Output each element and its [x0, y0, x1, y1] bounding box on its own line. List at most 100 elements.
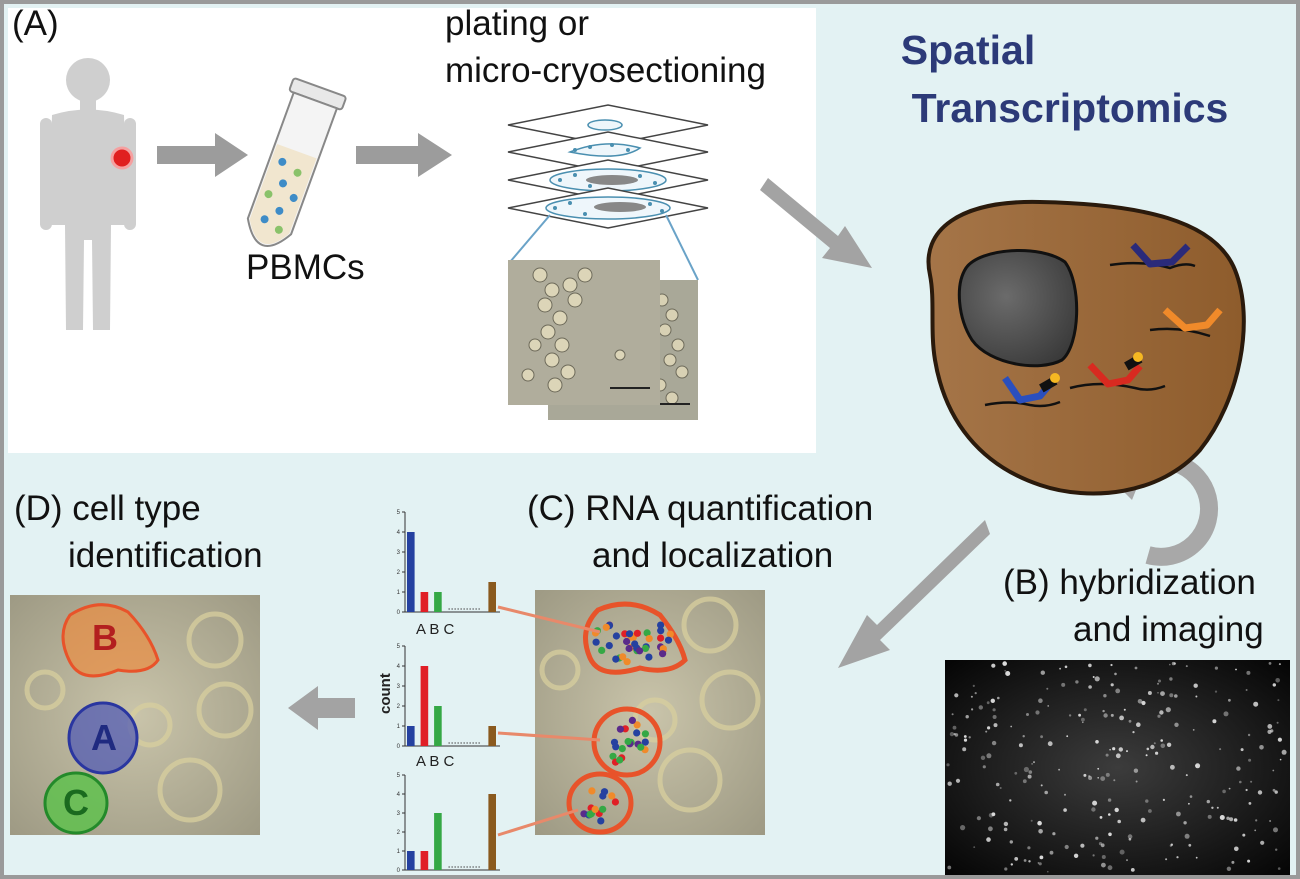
arrow-down-left-icon — [838, 520, 990, 668]
zoom-line — [665, 214, 699, 281]
x-category-labels: A B C — [416, 621, 455, 638]
probe-icon — [1162, 307, 1223, 332]
rna-dot — [657, 634, 665, 642]
section-planes-icon — [507, 104, 709, 229]
rna-dot — [599, 805, 607, 813]
bar — [434, 592, 442, 612]
panel-c-label-line2: and localization — [592, 536, 834, 575]
rna-dot — [612, 743, 620, 751]
y-tick-label: 4 — [397, 530, 401, 536]
rna-dot — [605, 642, 613, 650]
y-axis-label: count — [377, 673, 394, 714]
y-tick-label: 1 — [397, 590, 401, 596]
title-line1: Spatial — [900, 27, 1036, 73]
rna-dot — [645, 635, 653, 643]
fluorescence-image — [945, 660, 1290, 875]
panel-b-label-line1: (B) hybridization — [1003, 563, 1256, 602]
rna-dot — [611, 798, 620, 806]
plating-label-line2: micro-cryosectioning — [445, 51, 766, 90]
rna-dot — [641, 730, 650, 738]
rna-dot — [586, 810, 594, 819]
cell-outline — [583, 601, 688, 675]
y-tick-label: 2 — [397, 570, 401, 576]
rna-dot — [657, 621, 665, 629]
panel-d-label-line1: (D) cell type — [14, 489, 201, 528]
y-tick-label: 3 — [397, 811, 401, 817]
micrograph-front — [508, 260, 660, 405]
y-tick-label: 3 — [397, 550, 401, 556]
cell-label-b: B — [92, 617, 118, 658]
bar-chart-1: 0 1 2 3 4 5 A B C — [397, 510, 500, 638]
arrow-right-icon — [356, 133, 452, 177]
rna-dot — [612, 632, 621, 640]
nucleus — [957, 249, 1079, 368]
rna-dot — [612, 655, 620, 663]
cell-label-c: C — [63, 782, 89, 823]
y-tick-label: 5 — [397, 510, 401, 516]
panel-d-micrograph: B A C — [10, 595, 260, 835]
rna-dot — [599, 792, 607, 800]
rna-dot — [637, 743, 645, 751]
rna-dot — [588, 787, 596, 795]
bar — [434, 813, 442, 870]
bar — [407, 851, 415, 870]
bar — [488, 726, 496, 746]
y-tick-label: 1 — [397, 724, 401, 730]
rna-dot — [625, 644, 633, 653]
bar — [420, 592, 429, 612]
rna-dot — [636, 647, 644, 655]
rna-dot — [633, 729, 641, 737]
probe-icon — [1130, 242, 1191, 268]
plating-label-line1: plating or — [445, 4, 589, 43]
cell-illustration — [926, 199, 1246, 496]
y-tick-label: 4 — [397, 664, 401, 670]
rna-dot — [609, 752, 617, 760]
rna-dot — [616, 725, 625, 733]
arrow-right-icon — [157, 133, 248, 177]
y-tick-label: 0 — [397, 610, 401, 616]
zoom-line — [509, 214, 551, 263]
y-tick-label: 5 — [397, 644, 401, 650]
rna-dot — [666, 630, 674, 638]
cell-outline — [566, 771, 634, 835]
rna-dot — [598, 646, 606, 655]
probe-tag-icon — [1124, 352, 1143, 371]
y-tick-label: 0 — [397, 868, 401, 874]
rna-dot — [633, 629, 642, 637]
rna-dot — [624, 737, 632, 746]
x-category-labels: A B C — [416, 753, 455, 770]
panel-d-label-line2: identification — [68, 536, 263, 575]
rna-dot — [592, 638, 600, 646]
cell-a-outline — [67, 701, 139, 775]
bar — [488, 582, 496, 612]
y-tick-label: 1 — [397, 849, 401, 855]
rna-dot — [616, 756, 624, 764]
cell-c-outline — [43, 771, 109, 835]
bar — [407, 726, 415, 746]
y-tick-label: 5 — [397, 773, 401, 779]
connector-line — [497, 731, 601, 742]
bar — [434, 706, 442, 746]
rna-dot — [664, 636, 673, 644]
rna-dot — [657, 627, 665, 635]
y-tick-label: 4 — [397, 792, 401, 798]
arrow-down-right-icon — [760, 178, 872, 268]
arrow-left-icon — [288, 686, 355, 730]
blood-draw-site-icon — [110, 146, 134, 170]
title-line2: Transcriptomics — [911, 85, 1229, 131]
rna-dot — [623, 658, 631, 666]
cell-label-a: A — [91, 717, 117, 758]
rna-dot — [641, 644, 650, 653]
probe-icon — [1087, 362, 1143, 388]
y-tick-label: 0 — [397, 744, 401, 750]
probe-tag-icon — [1039, 373, 1060, 393]
cell-b-outline — [61, 603, 160, 678]
rna-dot — [628, 716, 637, 725]
panel-c-micrograph — [535, 590, 765, 835]
y-tick-label: 3 — [397, 684, 401, 690]
